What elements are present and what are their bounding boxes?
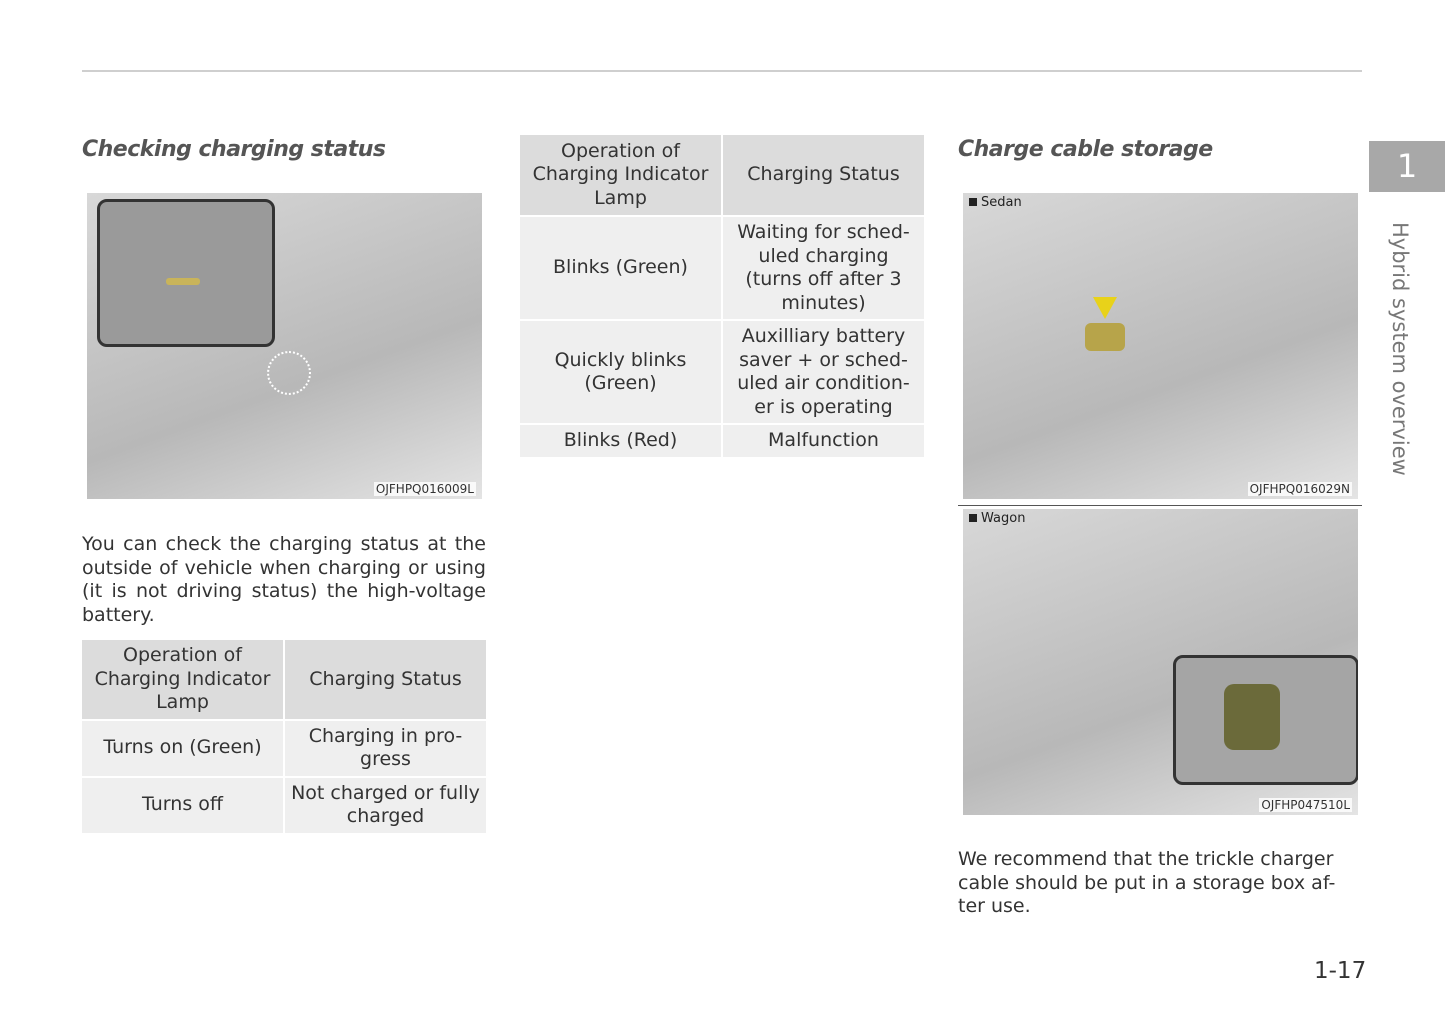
cell: Blinks (Red)	[520, 425, 721, 457]
arrow-down-icon	[1093, 297, 1117, 319]
section-heading-cable-storage: Charge cable storage	[958, 137, 1213, 162]
table-row: Blinks (Green)Waiting for sched-uled cha…	[520, 217, 924, 319]
section-heading-checking-status: Checking charging status	[82, 137, 386, 162]
column-header: Operation of Charging Indicator Lamp	[82, 640, 283, 719]
wagon-trunk-figure: Wagon OJFHP047510L	[963, 509, 1358, 815]
cell: Auxilliary battery saver + or sched-uled…	[723, 321, 924, 423]
storage-box	[1224, 684, 1280, 750]
column-header: Charging Status	[285, 640, 486, 719]
table-row: Turns on (Green)Charging in pro-gress	[82, 720, 486, 776]
cell: Blinks (Green)	[520, 217, 721, 319]
storage-box	[1085, 323, 1125, 351]
column-header: Operation of Charging Indicator Lamp	[520, 135, 721, 215]
chapter-tab: 1	[1369, 141, 1445, 192]
cell: Not charged or fully charged	[285, 777, 486, 833]
table-row: Blinks (Red)Malfunction	[520, 425, 924, 457]
figure-code: OJFHPQ016009L	[373, 482, 476, 496]
cable-storage-paragraph: We recommend that the trickle charger ca…	[958, 848, 1336, 917]
figure-code: OJFHP047510L	[1259, 798, 1352, 812]
indicator-closeup-inset	[97, 199, 275, 347]
indicator-lamp	[166, 278, 200, 285]
figure-divider	[958, 505, 1362, 506]
header-rule	[82, 70, 1362, 72]
figure-label: Wagon	[969, 511, 1025, 526]
car-hood-indicator-figure: OJFHPQ016009L	[87, 193, 482, 499]
indicator-highlight-circle	[267, 351, 311, 395]
charging-status-paragraph: You can check the charging status at the…	[82, 533, 486, 626]
column-header: Charging Status	[723, 135, 924, 215]
cell: Waiting for sched-uled charging (turns o…	[723, 217, 924, 319]
cell: Quickly blinks (Green)	[520, 321, 721, 423]
chapter-title: Hybrid system overview	[1388, 222, 1412, 476]
storage-box-closeup-inset	[1173, 655, 1358, 785]
cell: Malfunction	[723, 425, 924, 457]
figure-label: Sedan	[969, 195, 1022, 210]
table-row: Quickly blinks (Green)Auxilliary battery…	[520, 321, 924, 423]
page-number: 1-17	[1314, 958, 1367, 984]
cell: Charging in pro-gress	[285, 720, 486, 776]
cell: Turns off	[82, 777, 283, 833]
figure-code: OJFHPQ016029N	[1247, 482, 1352, 496]
cell: Turns on (Green)	[82, 720, 283, 776]
sedan-trunk-figure: Sedan OJFHPQ016029N	[963, 193, 1358, 499]
